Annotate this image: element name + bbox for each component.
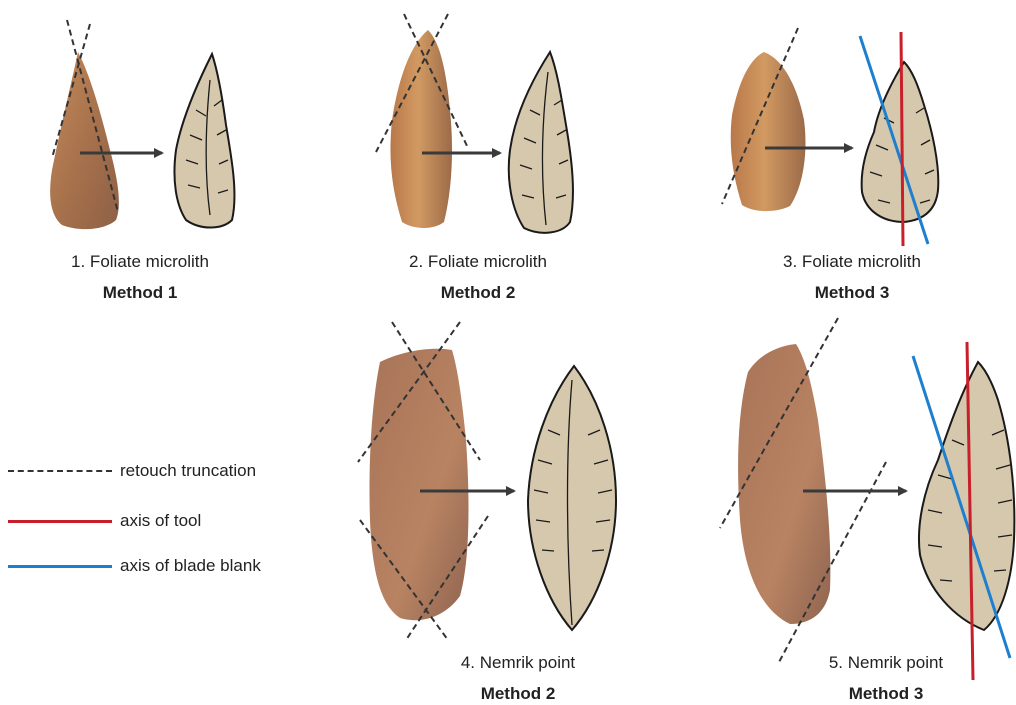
legend-label: axis of tool: [120, 511, 201, 531]
legend-swatch: [8, 520, 112, 523]
tool-drawing-2: [509, 52, 573, 233]
panel-title: 4. Nemrik point: [398, 653, 638, 673]
method-label: Method 3: [766, 683, 1006, 705]
panel-title: 5. Nemrik point: [766, 653, 1006, 673]
method-label: Method 1: [20, 282, 260, 304]
panel-2: [376, 14, 573, 233]
legend-label: retouch truncation: [120, 461, 256, 481]
tool-drawing-4: [528, 366, 616, 630]
legend-swatch: [8, 470, 112, 472]
tool-drawing-1: [174, 54, 234, 228]
panel-title: 2. Foliate microlith: [358, 252, 598, 272]
legend-label: axis of blade blank: [120, 556, 261, 576]
flint-photo-3: [731, 52, 806, 211]
flint-photo-1: [50, 52, 119, 229]
flint-photo-4: [369, 349, 468, 620]
caption-panel-1: 1. Foliate microlith Method 1: [20, 252, 260, 304]
method-label: Method 2: [358, 282, 598, 304]
caption-panel-2: 2. Foliate microlith Method 2: [358, 252, 598, 304]
panel-3: [722, 28, 938, 246]
caption-panel-3: 3. Foliate microlith Method 3: [732, 252, 972, 304]
panel-4: [358, 322, 616, 640]
legend-item-axis-of-blade-blank: axis of blade blank: [8, 555, 261, 577]
legend-item-axis-of-tool: axis of tool: [8, 510, 201, 532]
caption-panel-4: 4. Nemrik point Method 2: [398, 653, 638, 705]
legend-item-retouch-truncation: retouch truncation: [8, 460, 256, 482]
flint-photo-2: [390, 30, 452, 228]
flint-photo-5: [738, 344, 830, 624]
method-label: Method 3: [732, 282, 972, 304]
caption-panel-5: 5. Nemrik point Method 3: [766, 653, 1006, 705]
legend-swatch: [8, 565, 112, 568]
axis-of-tool: [901, 32, 903, 246]
method-label: Method 2: [398, 683, 638, 705]
panel-title: 3. Foliate microlith: [732, 252, 972, 272]
panel-1: [50, 20, 234, 229]
panel-5: [720, 318, 1014, 680]
panel-title: 1. Foliate microlith: [20, 252, 260, 272]
